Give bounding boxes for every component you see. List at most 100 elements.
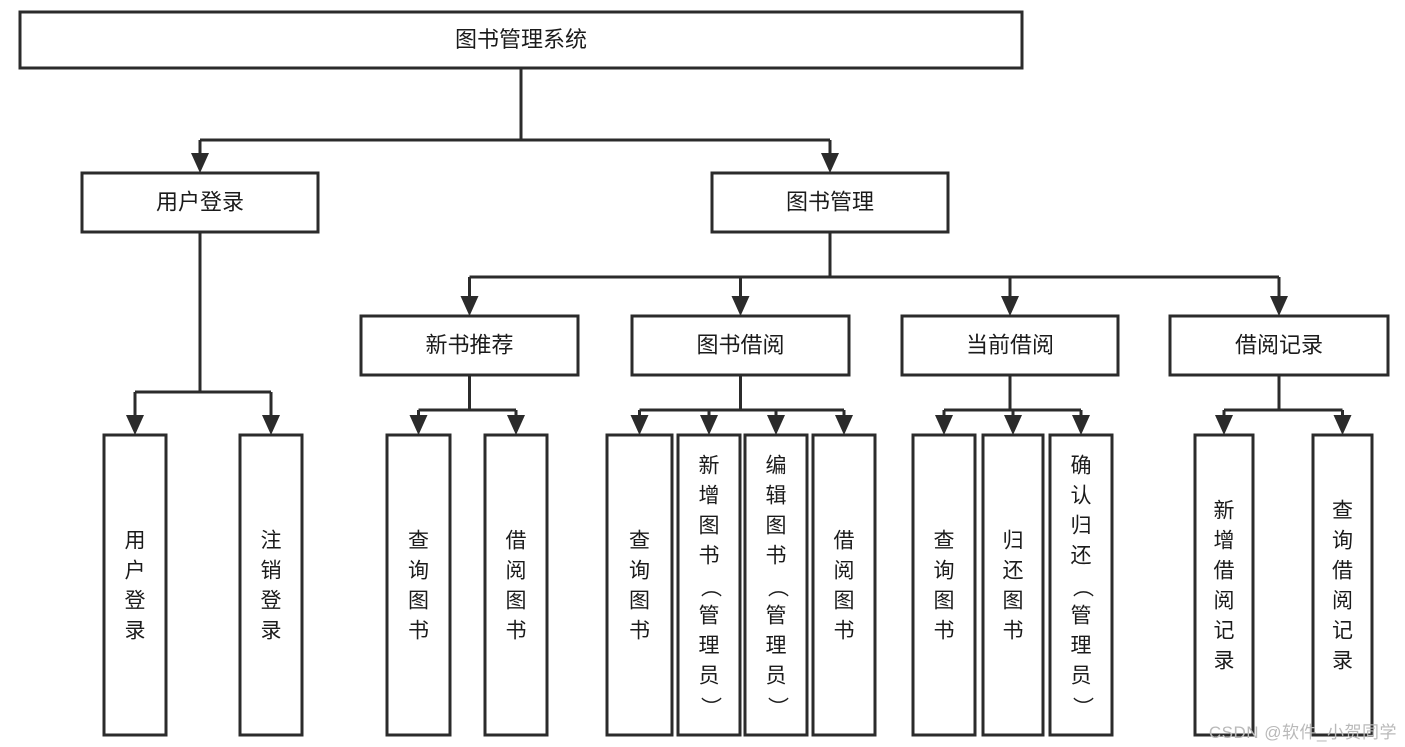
svg-text:理: 理 [766,635,787,658]
svg-text:确: 确 [1071,455,1092,478]
svg-text:（: （ [698,577,721,598]
svg-text:员: 员 [766,665,787,688]
svg-text:查: 查 [1332,500,1353,523]
node-level2-1[interactable] [710,171,950,234]
svg-text:书: 书 [699,545,720,568]
svg-text:借: 借 [1332,560,1353,583]
node-leaf-10[interactable] [1048,433,1114,737]
svg-text:录: 录 [1332,650,1353,673]
svg-text:询: 询 [934,560,955,583]
svg-text:记: 记 [1214,620,1235,643]
svg-text:增: 增 [1214,530,1235,553]
svg-text:书: 书 [506,620,527,643]
svg-text:（: （ [765,577,788,598]
svg-text:）: ） [765,697,788,718]
svg-text:图: 图 [506,590,527,613]
node-level2-label-0: 用户登录 [156,189,244,214]
svg-text:记: 记 [1332,620,1353,643]
node-level3-1[interactable] [630,314,851,377]
svg-text:用: 用 [125,530,146,553]
node-leaf-0[interactable] [102,433,168,737]
svg-text:管: 管 [766,605,787,628]
svg-text:询: 询 [629,560,650,583]
node-leaf-9[interactable] [981,433,1045,737]
svg-text:借: 借 [506,530,527,553]
svg-text:录: 录 [125,620,146,643]
node-leaf-3[interactable] [483,433,549,737]
node-leaf-2[interactable] [385,433,452,737]
svg-text:管: 管 [1071,605,1092,628]
node-level3-label-0: 新书推荐 [425,332,513,357]
svg-text:图: 图 [699,515,720,538]
node-level2-label-1: 图书管理 [786,189,874,214]
svg-text:新: 新 [699,455,720,478]
svg-text:图: 图 [766,515,787,538]
node-level3-3[interactable] [1168,314,1390,377]
svg-text:理: 理 [1071,635,1092,658]
node-level3-label-3: 借阅记录 [1235,332,1323,357]
svg-text:归: 归 [1071,515,1092,538]
svg-text:借: 借 [1214,560,1235,583]
node-leaf-1[interactable] [238,433,304,737]
connector-layer [126,68,1352,435]
node-leaf-8[interactable] [911,433,977,737]
svg-text:查: 查 [629,530,650,553]
svg-text:还: 还 [1071,545,1092,568]
svg-text:录: 录 [261,620,282,643]
svg-text:阅: 阅 [506,560,527,583]
svg-text:书: 书 [934,620,955,643]
svg-text:图: 图 [934,590,955,613]
node-leaf-5[interactable] [676,433,742,737]
node-root-label: 图书管理系统 [455,27,587,52]
svg-text:询: 询 [408,560,429,583]
svg-text:员: 员 [1071,665,1092,688]
svg-text:（: （ [1070,577,1093,598]
node-root[interactable] [18,10,1024,70]
node-leaf-11[interactable] [1193,433,1255,737]
svg-text:图: 图 [408,590,429,613]
node-leaf-6[interactable] [743,433,809,737]
svg-text:书: 书 [1003,620,1024,643]
svg-text:户: 户 [125,560,146,583]
node-level2-0[interactable] [80,171,320,234]
svg-text:还: 还 [1003,560,1024,583]
svg-text:录: 录 [1214,650,1235,673]
svg-text:阅: 阅 [1332,590,1353,613]
node-level3-0[interactable] [359,314,580,377]
svg-text:图: 图 [1003,590,1024,613]
svg-text:登: 登 [261,590,282,613]
svg-text:员: 员 [699,665,720,688]
svg-text:登: 登 [125,590,146,613]
svg-text:辑: 辑 [766,485,787,508]
node-leaf-12[interactable] [1311,433,1374,737]
svg-text:理: 理 [699,635,720,658]
svg-text:注: 注 [261,530,282,553]
svg-text:借: 借 [834,530,855,553]
svg-text:书: 书 [629,620,650,643]
node-level3-label-2: 当前借阅 [966,332,1054,357]
svg-text:销: 销 [261,560,282,583]
svg-text:）: ） [698,697,721,718]
svg-text:管: 管 [699,605,720,628]
node-level3-2[interactable] [900,314,1120,377]
node-leaf-4[interactable] [605,433,674,737]
node-leaf-label-0: 用户登录 [125,530,146,643]
svg-text:书: 书 [408,620,429,643]
svg-text:归: 归 [1003,530,1024,553]
node-leaf-7[interactable] [811,433,877,737]
svg-text:阅: 阅 [834,560,855,583]
svg-text:）: ） [1070,697,1093,718]
svg-text:询: 询 [1332,530,1353,553]
